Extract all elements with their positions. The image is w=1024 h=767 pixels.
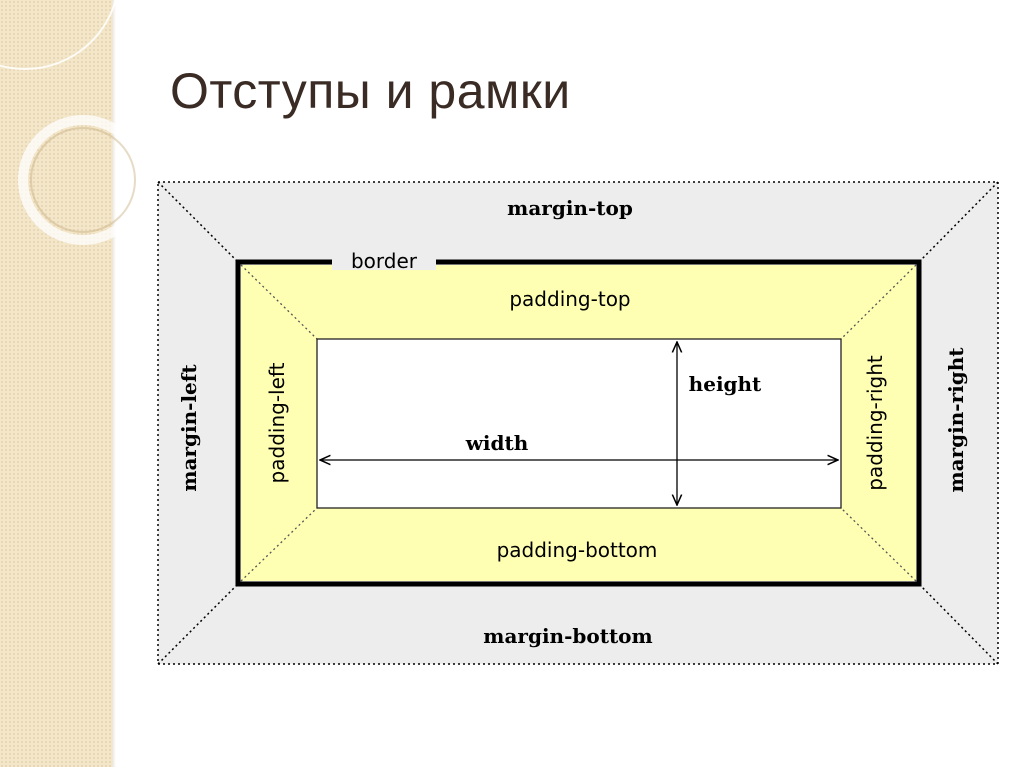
content-area — [316, 338, 842, 509]
margin-diagonal-bottom-left — [157, 583, 239, 665]
decorative-ring-inner — [30, 127, 136, 233]
margin-top-label: margin-top — [507, 196, 633, 220]
padding-top-label: padding-top — [509, 287, 630, 311]
margin-diagonal-top-right — [918, 181, 999, 263]
margin-bottom-label: margin-bottom — [483, 624, 652, 648]
slide-title: Отступы и рамки — [170, 63, 571, 119]
padding-left-label: padding-left — [265, 362, 289, 483]
decorative-ring-middle — [18, 115, 148, 245]
margin-left-label: margin-left — [177, 364, 201, 492]
margin-diagonal-top-left — [157, 181, 239, 263]
margin-right-label: margin-right — [944, 347, 968, 493]
padding-bottom-label: padding-bottom — [497, 538, 658, 562]
width-label: width — [465, 431, 529, 455]
height-label: height — [689, 372, 762, 396]
side-band-edge — [112, 0, 116, 767]
padding-right-label: padding-right — [863, 355, 887, 491]
border-label-gap — [332, 254, 436, 270]
border-line — [235, 259, 922, 587]
border-label: border — [351, 249, 418, 273]
margin-corner-lines — [157, 181, 999, 665]
margin-diagonal-bottom-right — [918, 583, 999, 665]
